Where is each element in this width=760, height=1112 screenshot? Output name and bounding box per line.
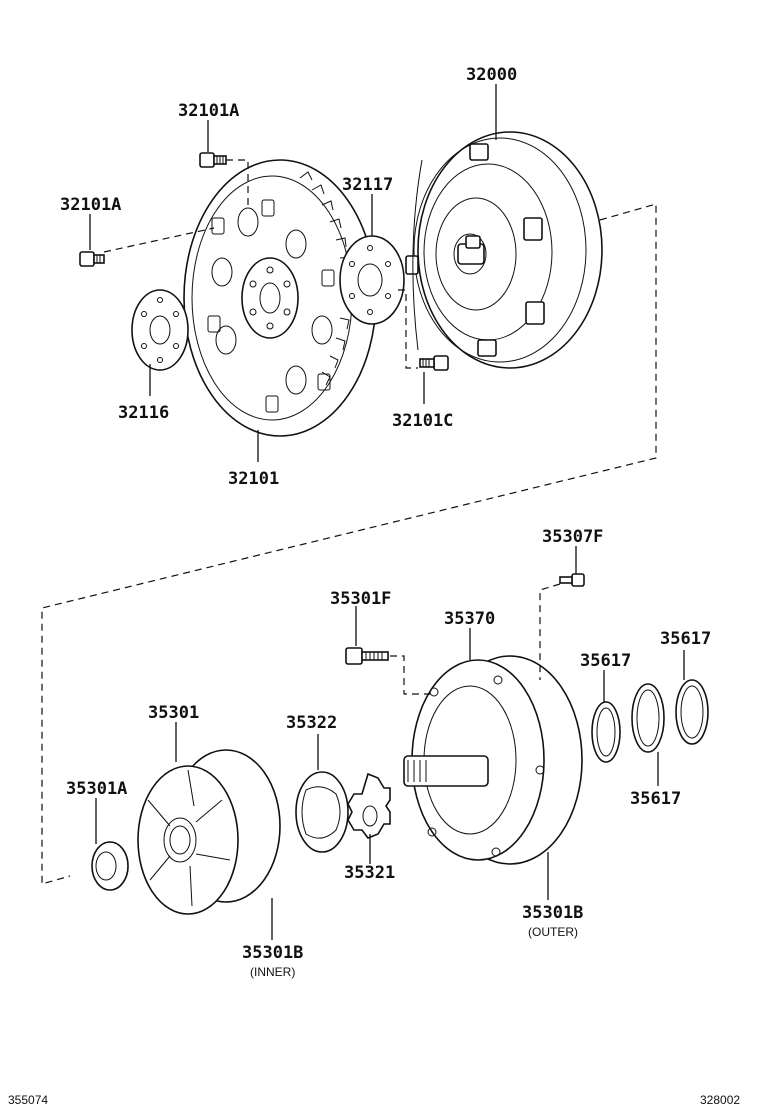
seal-ring-35617-a [591, 701, 621, 763]
label-35307F: 35307F [542, 527, 603, 547]
drive-gear-35321 [347, 772, 391, 839]
label-35301F: 35301F [330, 589, 391, 609]
label-35617-c: 35617 [630, 789, 681, 809]
oil-seal-35301A [91, 841, 129, 891]
label-32000: 32000 [466, 65, 517, 85]
seal-ring-35617-b [631, 683, 665, 753]
label-32101A-top: 32101A [178, 101, 239, 121]
torque-converter-32000 [405, 131, 603, 369]
label-35301A: 35301A [66, 779, 127, 799]
footer-right-code: 328002 [700, 1093, 740, 1107]
drive-plate-32101 [183, 159, 377, 437]
note-outer: (OUTER) [528, 925, 578, 939]
label-32117: 32117 [342, 175, 393, 195]
leader-lines [89, 84, 685, 940]
bolt-32101C [419, 355, 449, 371]
seal-ring-35617-c [675, 679, 709, 745]
footer-left-code: 355074 [8, 1093, 48, 1107]
note-inner: (INNER) [250, 965, 295, 979]
spacer-32116 [131, 289, 189, 371]
label-35321: 35321 [344, 863, 395, 883]
label-32101: 32101 [228, 469, 279, 489]
label-35617-b: 35617 [660, 629, 711, 649]
bolt-32101A-left [79, 251, 105, 267]
label-35301: 35301 [148, 703, 199, 723]
pump-body-35301 [137, 749, 281, 915]
bolt-32101A-top [199, 152, 227, 168]
dashed-assembly-lines [41, 159, 657, 885]
bolt-35301F [345, 647, 389, 665]
stator-support-35370 [403, 655, 583, 865]
label-35617-a: 35617 [580, 651, 631, 671]
label-35322: 35322 [286, 713, 337, 733]
label-35301B-inner: 35301B [242, 943, 303, 963]
label-32116: 32116 [118, 403, 169, 423]
driven-gear-35322 [295, 771, 349, 853]
bolt-35307F [559, 573, 585, 587]
part-number-labels: 32000 32101A 32101A 32117 32116 32101C 3… [60, 65, 711, 979]
label-32101C: 32101C [392, 411, 453, 431]
spacer-32117 [339, 235, 405, 325]
label-35370: 35370 [444, 609, 495, 629]
label-32101A-left: 32101A [60, 195, 121, 215]
label-35301B-outer: 35301B [522, 903, 583, 923]
